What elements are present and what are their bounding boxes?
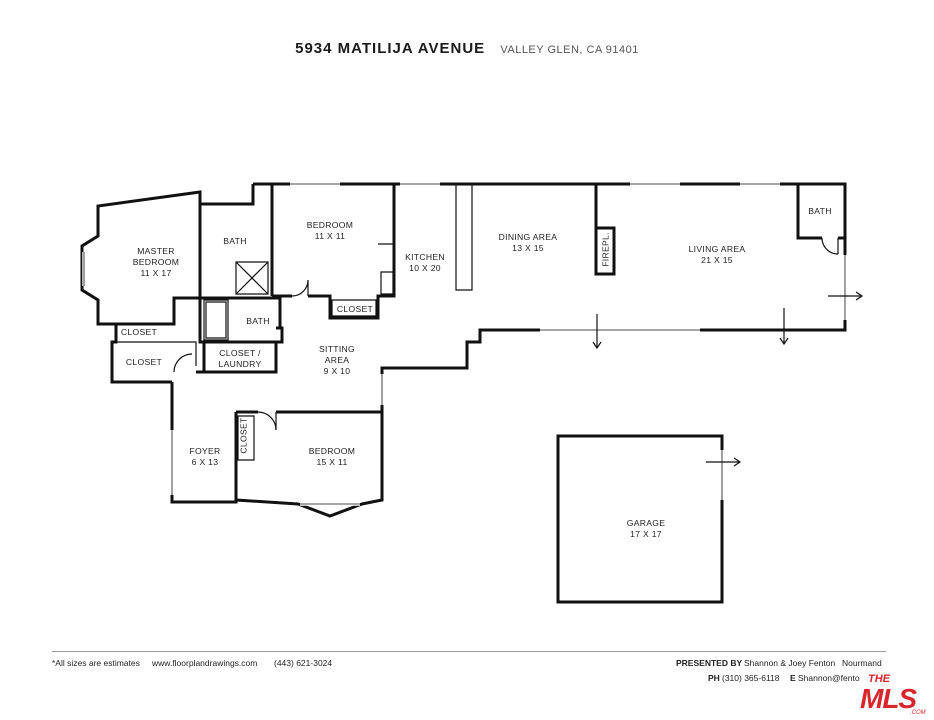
plan-title: 5934 MATILIJA AVENUE VALLEY GLEN, CA 914… [0, 40, 934, 57]
email-label: E [790, 673, 796, 683]
phone-value: (310) 365-6118 [722, 673, 780, 683]
room-closet-hall: CLOSET [118, 357, 170, 368]
room-name: BATH [808, 206, 832, 216]
room-kitchen: KITCHEN 10 X 20 [398, 252, 452, 274]
room-name: DINING AREA [498, 232, 558, 242]
room-sitting-area: SITTING AREA 9 X 10 [306, 344, 368, 377]
footer-website[interactable]: www.floorplandrawings.com [152, 658, 258, 668]
presenters-extra: Nourmand [842, 658, 882, 668]
room-closet-laundry: CLOSET / LAUNDRY [208, 348, 272, 370]
presenters-name: Shannon & Joey Fenton [744, 658, 836, 668]
room-closet-bedroom: CLOSET [332, 304, 378, 315]
room-name: CLOSET [120, 327, 158, 337]
footer-rule [52, 651, 886, 652]
svg-text:.COM: .COM [910, 710, 926, 716]
room-size: 6 X 13 [191, 457, 219, 467]
room-closet-master: CLOSET [116, 327, 162, 338]
room-living-area: LIVING AREA 21 X 15 [672, 244, 762, 266]
room-size: 21 X 15 [701, 255, 733, 265]
svg-text:THE: THE [868, 673, 891, 685]
room-name: GARAGE [626, 518, 666, 528]
room-name: CLOSET [238, 417, 249, 454]
address-title: 5934 MATILIJA AVENUE [295, 40, 486, 57]
room-name: BEDROOM [306, 220, 354, 230]
room-bath-hall: BATH [236, 316, 280, 327]
room-bedroom-11x11: BEDROOM 11 X 11 [290, 220, 370, 242]
city-subtitle: VALLEY GLEN, CA 91401 [500, 44, 639, 56]
room-name: BEDROOM [308, 446, 356, 456]
room-name: BATH [246, 316, 270, 326]
room-size: 15 X 11 [316, 457, 348, 467]
room-size: 11 X 17 [140, 268, 172, 278]
room-size: 17 X 17 [630, 529, 662, 539]
room-closet-foyer: CLOSET [239, 416, 250, 456]
mls-logo: THE MLS .COM [860, 673, 926, 716]
room-bath-living: BATH [800, 206, 840, 217]
presented-by-label: PRESENTED BY [676, 658, 743, 668]
footer-disclaimer: *All sizes are estimates [52, 658, 140, 668]
room-name: CLOSET [336, 304, 374, 314]
room-foyer: FOYER 6 X 13 [180, 446, 230, 468]
room-name: KITCHEN [405, 252, 445, 262]
room-size: 11 X 11 [314, 231, 346, 241]
footer-phone: (443) 621-3024 [274, 658, 333, 668]
room-garage: GARAGE 17 X 17 [606, 518, 686, 540]
room-name: LIVING AREA [688, 244, 746, 254]
room-fireplace: FIREPL. [601, 230, 612, 270]
room-bath-master: BATH [210, 236, 260, 247]
svg-text:MLS: MLS [860, 683, 917, 714]
room-name: MASTER BEDROOM [132, 246, 180, 267]
room-dining-area: DINING AREA 13 X 15 [488, 232, 568, 254]
room-name: CLOSET [125, 357, 163, 367]
email-value[interactable]: Shannon@fento [798, 673, 860, 683]
room-name: FIREPL. [600, 232, 611, 267]
phone-label: PH [708, 673, 720, 683]
room-name: BATH [223, 236, 247, 246]
room-name: CLOSET / LAUNDRY [218, 348, 262, 369]
room-size: 9 X 10 [323, 366, 351, 376]
room-size: 13 X 15 [512, 243, 544, 253]
room-bedroom-15x11: BEDROOM 15 X 11 [292, 446, 372, 468]
room-size: 10 X 20 [409, 263, 441, 273]
room-name: FOYER [189, 446, 221, 456]
room-master-bedroom: MASTER BEDROOM 11 X 17 [116, 246, 196, 279]
room-name: SITTING AREA [319, 344, 355, 365]
